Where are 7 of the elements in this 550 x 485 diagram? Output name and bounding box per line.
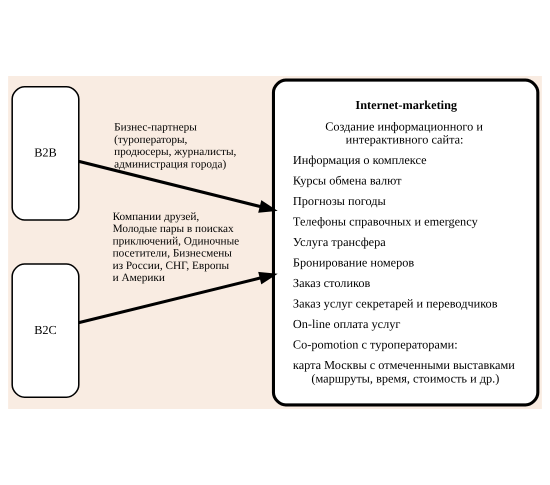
node-box: Internet-marketing Создание информационного и интерактивного сайта: Информация о комплексе Курсы обмена валют Прогнозы погоды Телефоны справочных и emergency Услуга трансфера Бронирование номеров Заказ столиков Заказ услуг секретарей и переводчиков On-line оплата услуг Co-pomotion с туроператорами: карта Москвы с отмеченными выставками (маршруты, время, стоимость и др.) (272, 78, 540, 406)
node-box: B2B (11, 86, 80, 221)
node-box: B2C (11, 263, 80, 398)
edge-label: Бизнес-партнеры (туроператоры, продюсеры, журналисты, администрация города) (114, 122, 236, 170)
edge-label: Компании друзей, Молодые пары в поисках приключений, Одиночные посетители, Бизнесмены из России, СНГ, Европы и Америки (112, 210, 240, 284)
arrow (78, 160, 278, 213)
arrow (78, 272, 278, 324)
